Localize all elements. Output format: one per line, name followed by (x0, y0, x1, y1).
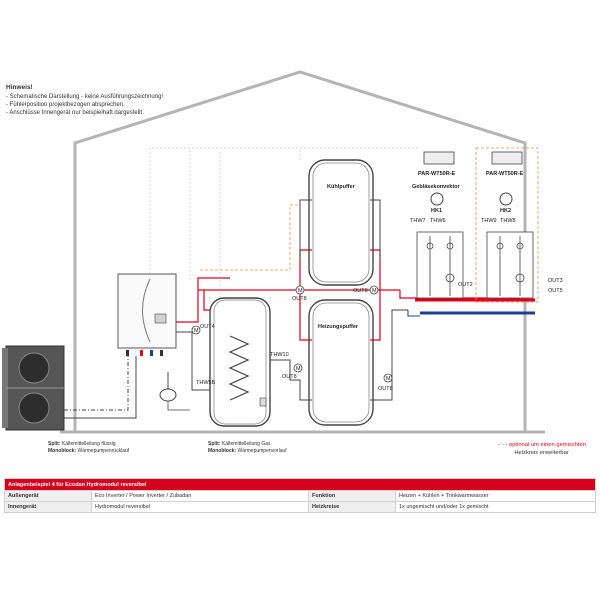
legend-split-text: Kältemittelleitung Gas (221, 441, 271, 447)
label-out4: OUT4 (200, 324, 215, 330)
label-hk2: HK2 (500, 208, 511, 214)
label-par-1: PAR-WT50R-E (418, 171, 456, 177)
optional-dashed-line (200, 204, 300, 271)
legend-right: Split: Kältemittelleitung Gas Monoblock:… (208, 441, 287, 454)
legend-split-text: Kältemittelleitung flüssig (61, 441, 116, 447)
notes-block: Hinweis! - Schematische Darstellung - ke… (6, 84, 163, 117)
heating-buffer-tank (308, 299, 374, 426)
label-thw10: THW10 (270, 352, 289, 358)
refrigerant-line-gas (64, 356, 137, 419)
label-thw6: THW6 (430, 218, 446, 224)
return-lines (176, 199, 408, 401)
system-info-table: Anlagenbeispiel 4 für Ecodan Hydromodul … (4, 478, 596, 513)
svg-text:M: M (372, 288, 377, 294)
table-key: Außengerät (4, 490, 92, 502)
label-kuehlpuffer: Kühlpuffer (327, 184, 356, 190)
svg-text:M: M (194, 328, 199, 334)
hk2-fan-icon (499, 192, 513, 206)
table-title: Anlagenbeispiel 4 für Ecodan Hydromodul … (4, 478, 596, 491)
outdoor-unit (2, 345, 65, 431)
heating-circuit-hk2 (486, 231, 534, 299)
label-out8-d: OUT8 (378, 386, 393, 392)
label-thw8: THW8 (500, 218, 516, 224)
label-out8-b: OUT8 (353, 288, 368, 294)
mixing-valve-out8a: M (295, 285, 305, 295)
manifold-return (407, 310, 420, 317)
hydraulic-diagram: Kühlpuffer Heizungspuffer (2, 70, 563, 434)
dhw-tank (209, 297, 271, 427)
svg-text:M: M (296, 366, 301, 372)
label-thw5b: THW5B (196, 380, 216, 386)
cooling-buffer-tank (308, 159, 374, 286)
mixing-valve-out8c: M (293, 363, 303, 373)
svg-text:M: M (298, 288, 303, 294)
legend-left: Split: Kältemittelleitung flüssig Monobl… (48, 441, 129, 454)
notes-line: - Schematische Darstellung - keine Ausfü… (6, 94, 164, 100)
fan-coil-icon (430, 192, 444, 206)
hk2-components (496, 236, 525, 296)
label-thw9: THW9 (481, 218, 497, 224)
hk1-components (426, 236, 455, 296)
label-geblaesekonvektor: Gebläsekonvektor (412, 184, 461, 190)
table-value: Heizen + Kühlen + Trinkwarmwasser (395, 490, 596, 502)
expansion-vessel (159, 372, 190, 411)
legend-optional: - - - optional um einen gemischten Heizk… (498, 441, 586, 457)
refrigerant-line-liquid (64, 356, 129, 411)
svg-text:M: M (386, 376, 391, 382)
label-out5: OUT5 (548, 288, 563, 294)
label-out2: OUT2 (458, 282, 473, 288)
legend-split-key: Split: (48, 441, 61, 447)
table-value: 1x ungemischt und/oder 1x gemischt (395, 501, 596, 513)
label-out8-a: OUT8 (292, 296, 307, 302)
table-key: Funktion (308, 490, 396, 502)
controller-par-2 (491, 151, 523, 165)
table-key: Innengerät (4, 501, 92, 513)
notes-line: - Fühlerposition projektbezogen absprech… (6, 102, 125, 108)
optional-zone-outline (475, 147, 539, 303)
label-par-2: PAR-WT50R-E (486, 171, 524, 177)
table-row: Innengerät Hydromodul reversibel Heizkre… (4, 501, 596, 513)
legend-optional-line: - - - optional um einen gemischten (498, 442, 586, 448)
table-row: Außengerät Eco Inverter / Power Inverter… (4, 490, 596, 502)
mixing-valve-out4: M (191, 325, 201, 335)
label-thw7: THW7 (410, 218, 426, 224)
mixing-valve-out8b: M (369, 285, 379, 295)
legend-mono-key: Monoblock: (48, 447, 77, 454)
heating-circuit-hk1 (416, 231, 464, 299)
sensor-cables (149, 147, 420, 298)
label-out3: OUT3 (548, 278, 563, 284)
table-value: Eco Inverter / Power Inverter / Zubadan (91, 490, 309, 502)
table-value: Hydromodul reversibel (91, 501, 309, 513)
notes-heading: Hinweis! (6, 84, 33, 91)
mixing-valve-out8d: M (383, 373, 393, 383)
legend-split-key: Split: (208, 441, 221, 447)
legend-optional-line: Heizkreis erweiterbar (514, 450, 569, 456)
legend-mono-text: Wärmepumpenrücklauf (77, 447, 130, 454)
notes-line: - Anschlüsse Innengerät nur beispielhaft… (6, 110, 144, 116)
hydromodule (117, 273, 177, 356)
label-out8-c: OUT8 (282, 374, 297, 380)
label-hk1: HK1 (431, 208, 442, 214)
table-key: Heizkreise (308, 501, 396, 513)
controller-par-1 (423, 151, 455, 165)
legend-mono-key: Monoblock: (208, 447, 237, 454)
legend-mono-text: Wärmepumpenvorlauf (237, 447, 287, 454)
label-heizungspuffer: Heizungspuffer (318, 324, 359, 330)
